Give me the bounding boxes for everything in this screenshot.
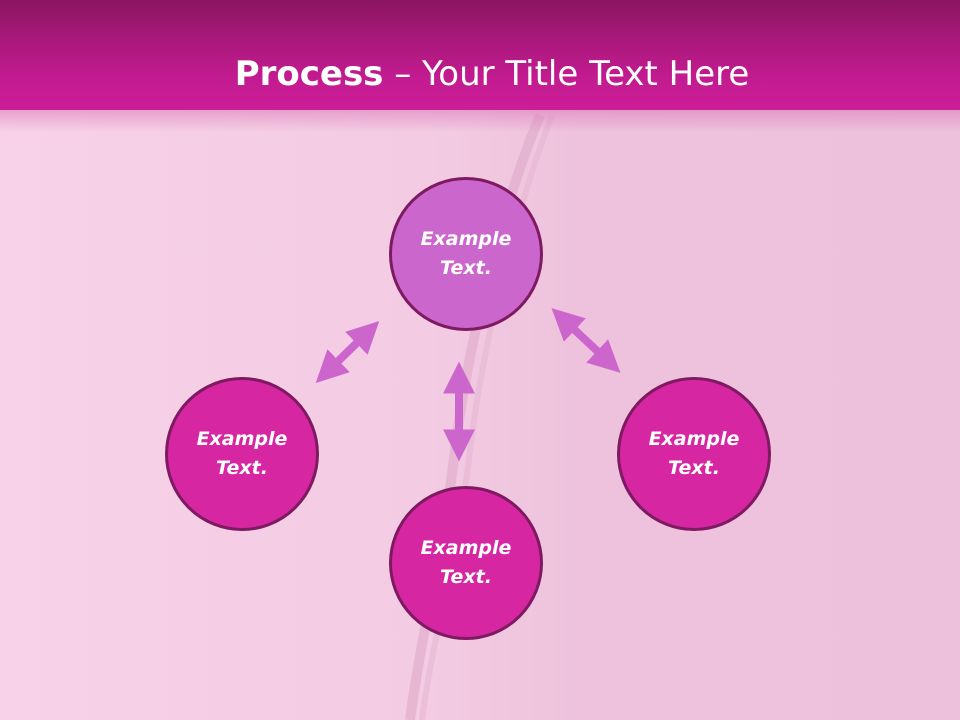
title-bar [0, 0, 960, 110]
arrow-top-right [551, 308, 621, 373]
node-bottom-label: Example Text. [420, 537, 512, 588]
arrow-top-left [315, 320, 380, 384]
node-bottom: Example Text. [389, 486, 543, 640]
slide-title: Process – Your Title Text Here [0, 52, 960, 96]
node-left: Example Text. [165, 377, 319, 531]
title-bar-shadow [0, 110, 960, 132]
node-left-label: Example Text. [196, 428, 288, 479]
node-right-label: Example Text. [648, 428, 740, 479]
title-rest-part: – Your Title Text Here [383, 54, 750, 94]
node-top: Example Text. [389, 177, 543, 331]
title-bold-part: Process [234, 54, 384, 94]
node-right: Example Text. [617, 377, 771, 531]
node-top-label: Example Text. [420, 228, 512, 279]
